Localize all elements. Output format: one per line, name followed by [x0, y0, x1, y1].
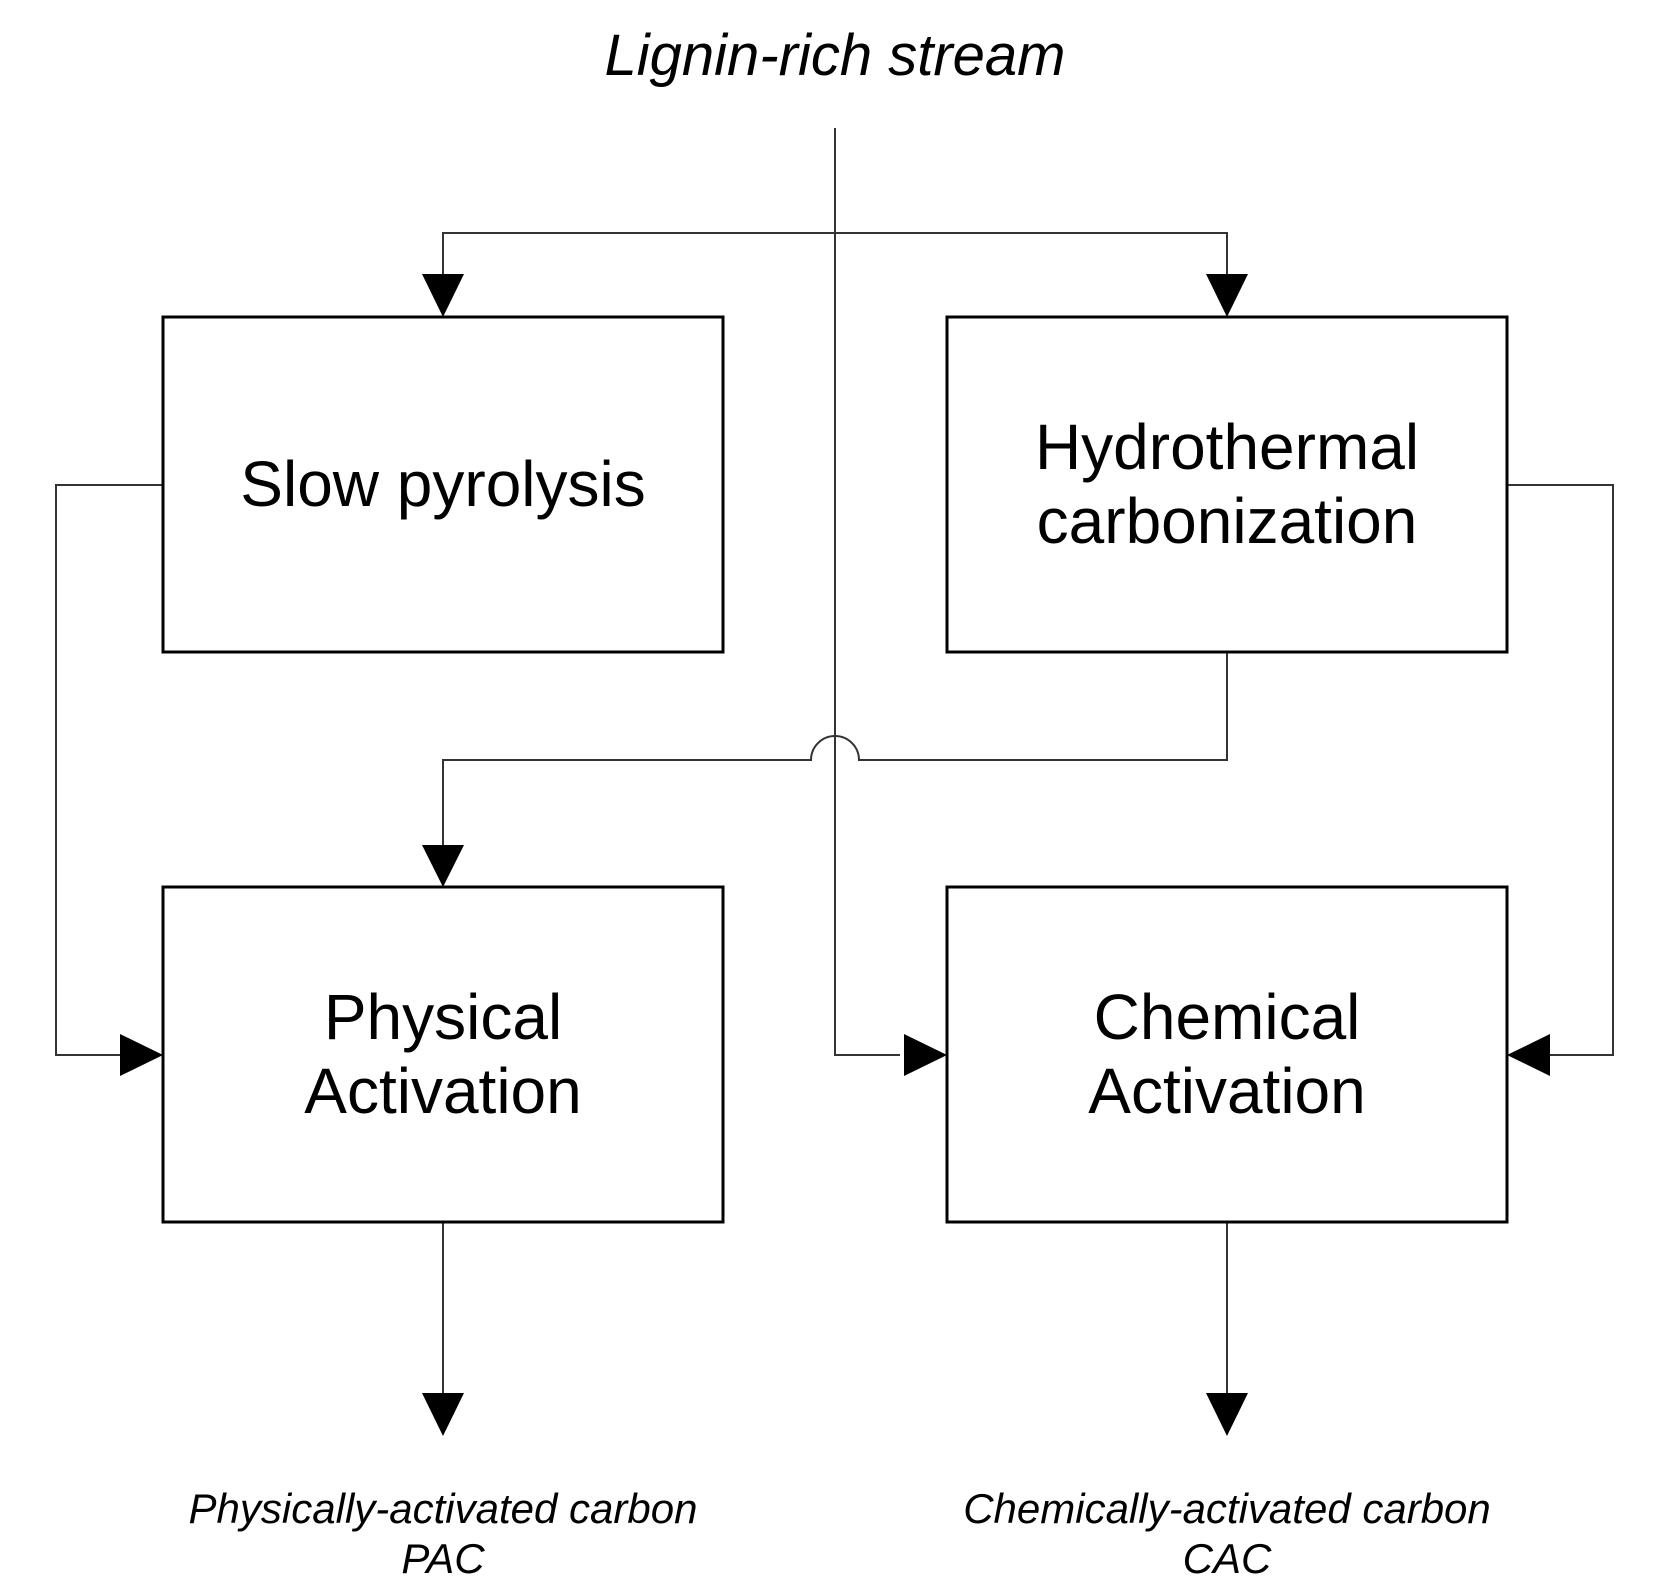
arrowhead-to-pac	[422, 1393, 464, 1436]
slow-pyrolysis-box	[161, 315, 725, 654]
physical-activation-line-1: Physical	[323, 980, 563, 1053]
pac-line-1: Physically-activated carbon	[188, 1485, 698, 1532]
chemical-activation-line-2: Activation	[1088, 1054, 1366, 1127]
cac-line-2: CAC	[1182, 1535, 1272, 1583]
arrowhead-to-chemical-left	[904, 1034, 947, 1076]
top-branch-line	[442, 232, 1228, 292]
chemical-activation-line-1: Chemical	[1093, 980, 1361, 1053]
physical-activation-box	[161, 885, 725, 1224]
arrowhead-to-slow-pyrolysis	[422, 274, 464, 317]
cac-line-1: Chemically-activated carbon	[963, 1485, 1491, 1532]
chemical-activation-label: Chemical Activation	[947, 887, 1507, 1222]
arrowhead-to-cac	[1206, 1393, 1248, 1436]
hydrothermal-carbonization-label: Hydrothermal carbonization	[947, 317, 1507, 652]
hydrothermal-line-2: carbonization	[1036, 484, 1418, 557]
hydrothermal-line-1: Hydrothermal	[1034, 410, 1420, 483]
chemical-activation-box	[945, 885, 1509, 1224]
arrowhead-to-chemical-right	[1507, 1034, 1550, 1076]
slow-pyrolysis-text: Slow pyrolysis	[240, 447, 646, 520]
main-stream-line	[834, 128, 900, 1056]
physical-activation-line-2: Activation	[304, 1054, 582, 1127]
arrowhead-to-physical-top	[422, 845, 464, 887]
cac-output-label: Chemically-activated carbon CAC	[897, 1484, 1557, 1585]
physical-activation-label: Physical Activation	[163, 887, 723, 1222]
pac-line-2: PAC	[401, 1535, 485, 1583]
slow-pyrolysis-label: Slow pyrolysis	[163, 317, 723, 652]
hydrothermal-to-physical-line	[442, 652, 1228, 849]
connector-lines	[55, 128, 1614, 1397]
process-boxes	[161, 315, 1509, 1224]
pac-output-label: Physically-activated carbon PAC	[123, 1484, 763, 1585]
arrowhead-to-hydrothermal	[1206, 274, 1248, 317]
hydrothermal-carbonization-box	[945, 315, 1509, 654]
arrowhead-to-physical-left	[120, 1034, 163, 1076]
pyrolysis-to-physical-line	[55, 484, 163, 1056]
hydrothermal-to-chemical-line	[1507, 484, 1614, 1056]
arrowheads	[120, 274, 1550, 1436]
input-stream-label: Lignin-rich stream	[604, 23, 1066, 88]
